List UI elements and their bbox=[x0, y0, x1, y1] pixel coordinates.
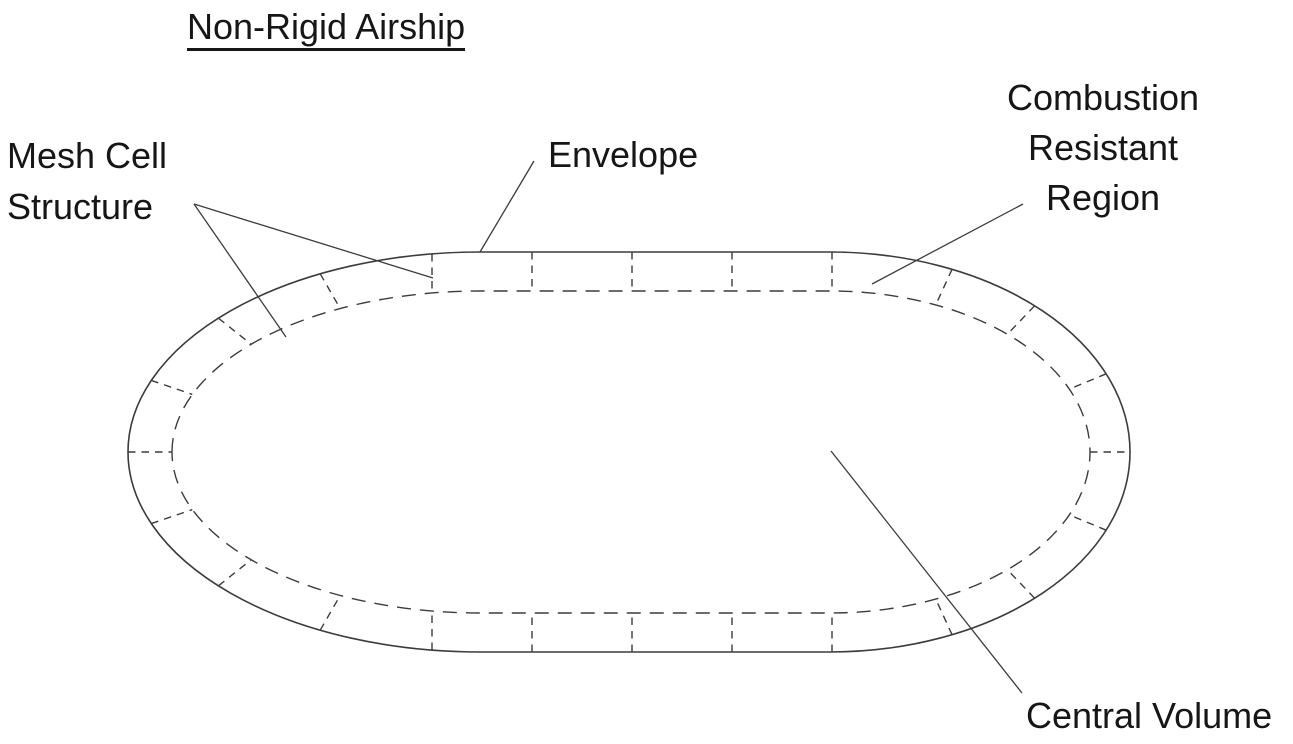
label-mesh-cell-structure-line1: Mesh Cell bbox=[7, 135, 168, 176]
mesh-spoke bbox=[319, 273, 341, 309]
mesh-spoke bbox=[319, 595, 341, 631]
mesh-spoke bbox=[1006, 569, 1036, 599]
mesh-spoke bbox=[218, 559, 252, 587]
envelope-outline bbox=[127, 251, 1131, 653]
label-mesh-cell-structure-line2: Structure bbox=[7, 186, 154, 227]
mesh-spoke bbox=[935, 268, 953, 306]
leader-line-mesh-cell-a bbox=[193, 203, 287, 338]
leader-lines bbox=[193, 160, 1024, 694]
mesh-spoke bbox=[1006, 305, 1036, 335]
label-combustion-resistant-region: Combustion Resistant Region bbox=[953, 73, 1253, 223]
inner-mesh-outline bbox=[171, 290, 1091, 614]
leader-line-envelope bbox=[479, 160, 535, 253]
mesh-cell-spokes bbox=[128, 252, 1130, 652]
label-central-volume: Central Volume bbox=[1026, 695, 1273, 736]
mesh-spoke bbox=[150, 508, 193, 525]
mesh-spoke bbox=[1069, 514, 1107, 531]
mesh-spoke bbox=[935, 598, 953, 636]
label-envelope: Envelope bbox=[548, 134, 699, 175]
label-combustion-line1: Combustion bbox=[1006, 77, 1200, 118]
diagram-title: Non-Rigid Airship bbox=[187, 6, 466, 51]
mesh-spoke bbox=[218, 317, 252, 345]
mesh-spoke bbox=[150, 379, 193, 396]
label-combustion-line2: Resistant bbox=[1027, 127, 1179, 168]
leader-line-combustion-region bbox=[871, 203, 1024, 285]
label-combustion-line3: Region bbox=[1045, 177, 1161, 218]
label-mesh-cell-structure: Mesh Cell Structure bbox=[7, 130, 167, 232]
leader-line-mesh-cell-b bbox=[193, 203, 434, 279]
leader-line-central-volume bbox=[830, 450, 1023, 694]
mesh-spoke bbox=[1069, 373, 1107, 390]
